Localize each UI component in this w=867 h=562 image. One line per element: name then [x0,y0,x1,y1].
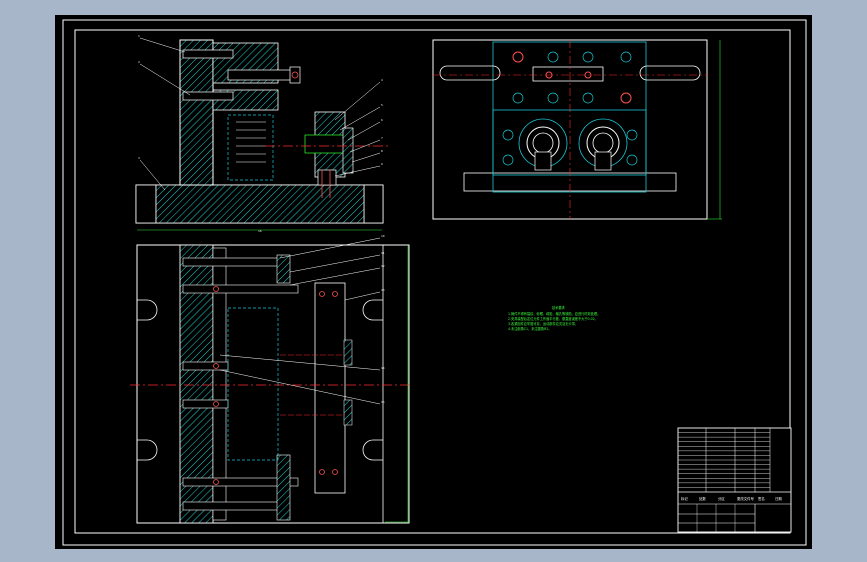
top-slot-right [639,65,701,81]
front-leaders [139,37,381,191]
leader-label: 16 [258,229,262,233]
leader-label: 4 [381,78,383,82]
technical-notes: 技术要求 1.铸件不得有裂纹、砂眼、疏松、缩孔等缺陷，应进行时效处理。 2.夹具… [508,305,600,331]
locating-pin [304,134,348,154]
notes-line-2: 2.夹具装配后定位元件工作面平行度、垂直度误差不大于0.02。 [508,316,598,321]
bolt-upper [182,49,234,59]
side-rack-upper [343,339,353,366]
side-slot-left-lower [137,439,158,461]
side-hidden-cavity [227,307,279,461]
side-slot-right-lower [362,439,383,461]
title-block-footer-cell: 分区 [718,496,725,501]
side-slot-left-upper [137,299,158,321]
title-block-footer-cell: 标记 [681,496,688,501]
notes-title: 技术要求 [552,305,566,310]
side-slider-bar [314,282,346,494]
title-block-footer-cell: 日期 [775,496,782,501]
side-clamp-bottom [276,454,291,521]
screw-head [289,66,301,84]
bolt-lower [182,91,234,101]
notes-line-4: 4.未注倒角C1，未注圆角R2。 [508,326,551,331]
leader-label: 2 [138,60,140,64]
side-clamp-top [276,254,291,284]
clamp-stud [317,169,337,186]
title-block-footer-cell: 更改文件号 [737,496,755,501]
top-cylinder-left [518,118,568,171]
top-hidden-holes [502,51,638,166]
side-slot-right-upper [362,299,383,321]
leader-label: 14 [381,366,385,370]
top-cylinder-right [578,118,628,171]
side-bolts [182,257,299,511]
leader-label: 3 [138,156,140,160]
top-plan-view [432,39,722,220]
screw-shaft [227,69,299,81]
title-block-frame [677,427,792,533]
leader-label: 1 [138,34,140,38]
leader-label: 11 [381,251,385,255]
base-plate-end-right [363,184,384,224]
side-slider-holes [319,291,338,475]
side-rack-lower [343,399,353,426]
vertical-support [179,39,214,186]
leader-label: 5 [381,103,383,107]
title-block: 标记 处数 分区 更改文件号签名 日期 [677,427,792,533]
top-center-slot [532,66,604,82]
side-bolt-marks [213,286,219,485]
cavity-ribs [236,121,266,163]
title-block-footer-cell: 处数 [699,496,706,501]
screw-head-mark [291,71,299,79]
top-slot-left [439,65,501,81]
side-view [130,237,410,524]
notes-line-3: 3.各紧固件应牢固可靠，运动部件应灵活无卡滞。 [508,321,578,326]
leader-label: 12 [381,264,385,268]
hidden-cavity [227,114,274,181]
side-leaders [219,237,381,405]
notes-line-1: 1.铸件不得有裂纹、砂眼、疏松、缩孔等缺陷，应进行时效处理。 [508,311,600,316]
base-plate-section [155,184,365,224]
side-plate [212,247,227,521]
inner-frame [74,29,791,534]
leader-label: 9 [381,162,383,166]
outer-frame [62,19,807,546]
leader-label: 7 [381,136,383,140]
leader-label: 13 [381,288,385,292]
leader-label: 10 [381,234,385,238]
leader-label: 6 [381,118,383,122]
side-outline [136,244,410,524]
clamp-plate [342,127,354,174]
front-section-view [135,37,390,231]
title-block-footer-cell: 签名 [758,496,765,501]
base-plate-end-left [135,184,157,224]
leader-label: 15 [381,400,385,404]
top-clamp-region [492,109,647,176]
leader-label: 8 [381,149,383,153]
